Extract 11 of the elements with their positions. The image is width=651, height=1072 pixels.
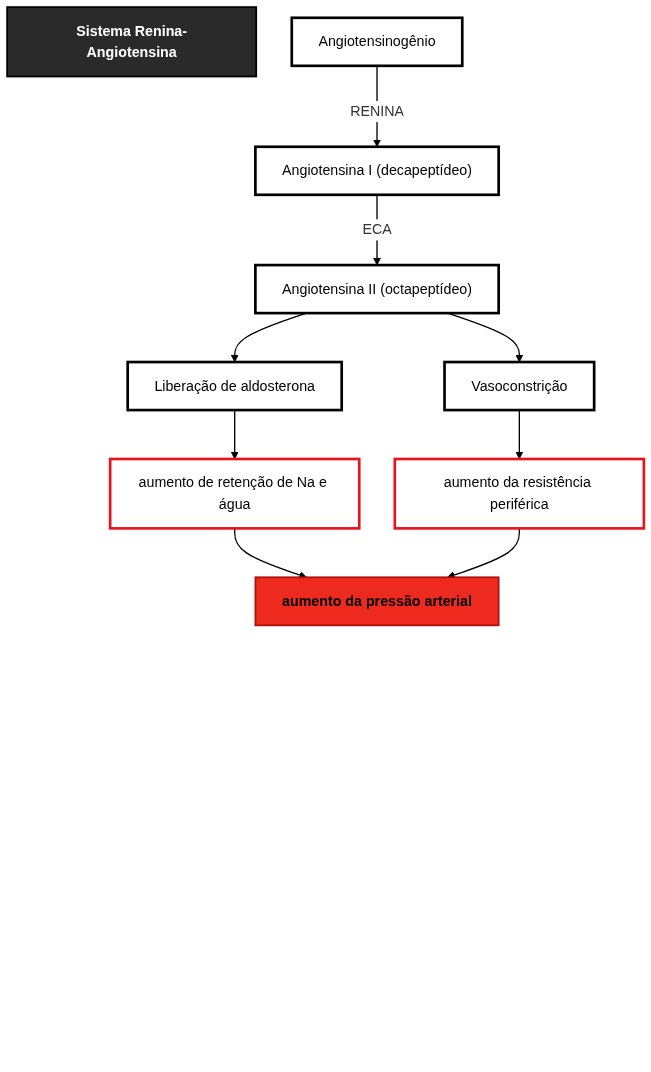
node-box: Sistema Renina-Angiotensina (6, 6, 258, 78)
node-box: Angiotensina I (decapeptídeo) (254, 145, 500, 197)
node-box: aumento de retenção de Na e água (108, 457, 361, 530)
edge-label: ECA (362, 221, 392, 238)
node-box: aumento da resistência periférica (393, 457, 646, 530)
node-box: Angiotensinogênio (290, 16, 464, 68)
node-box: Angiotensina II (octapeptídeo) (254, 263, 500, 315)
node-box: Vasoconstrição (443, 360, 596, 412)
node-box: aumento da pressão arterial (254, 576, 500, 627)
node-box: Liberação de aldosterona (126, 360, 344, 412)
edge-label: RENINA (350, 103, 404, 119)
